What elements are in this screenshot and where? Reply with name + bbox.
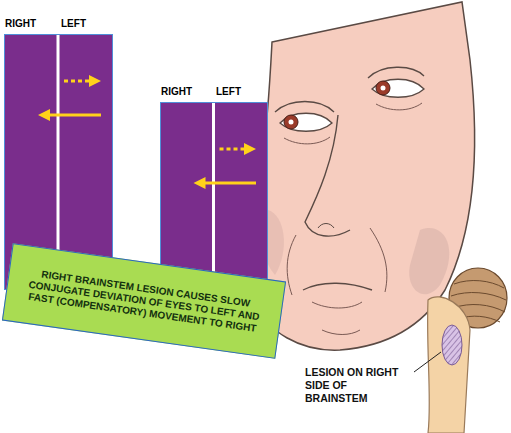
- eyelid: [368, 67, 424, 78]
- chin-line: [322, 330, 360, 335]
- brain: [414, 268, 507, 433]
- caption-text: RIGHT BRAINSTEM LESION CAUSES SLOW CONJU…: [16, 266, 273, 337]
- lip: [312, 302, 362, 308]
- eyelid: [275, 102, 334, 113]
- fast-phase-arrow: [48, 114, 101, 117]
- slow-phase-arrow: [220, 148, 247, 151]
- side-label: LEFT: [61, 18, 86, 30]
- iris: [284, 115, 298, 129]
- cheek-shadow: [409, 228, 449, 294]
- eye-movement-arrows: [161, 103, 266, 288]
- lesion: [442, 325, 462, 365]
- mouth: [303, 283, 372, 290]
- slow-phase-arrow: [64, 80, 91, 83]
- lesion-label: LESION ON RIGHT SIDE OF BRAINSTEM: [305, 366, 409, 405]
- midline: [212, 103, 215, 288]
- panel-field: [160, 102, 268, 290]
- arrowhead: [244, 143, 256, 155]
- eye: [372, 79, 424, 97]
- eye: [280, 113, 332, 131]
- side-label: RIGHT: [161, 86, 192, 98]
- iris: [376, 81, 390, 95]
- leader-line: [414, 352, 441, 372]
- eye-bag: [376, 103, 422, 110]
- pupil: [289, 120, 294, 125]
- eye-bag: [284, 137, 330, 144]
- nasolabial-fold: [287, 235, 296, 295]
- nasolabial-fold: [370, 228, 387, 292]
- arrowhead: [194, 177, 206, 189]
- side-label: RIGHT: [5, 18, 36, 30]
- nose: [305, 115, 350, 236]
- eye-panel: RIGHT LEFT: [160, 86, 268, 290]
- brainstem: [428, 297, 470, 433]
- fast-phase-arrow: [204, 182, 257, 185]
- nostril: [318, 224, 334, 229]
- arrowhead: [38, 109, 50, 121]
- pupil: [381, 86, 386, 91]
- arrowhead: [89, 75, 101, 87]
- side-label: LEFT: [216, 86, 241, 98]
